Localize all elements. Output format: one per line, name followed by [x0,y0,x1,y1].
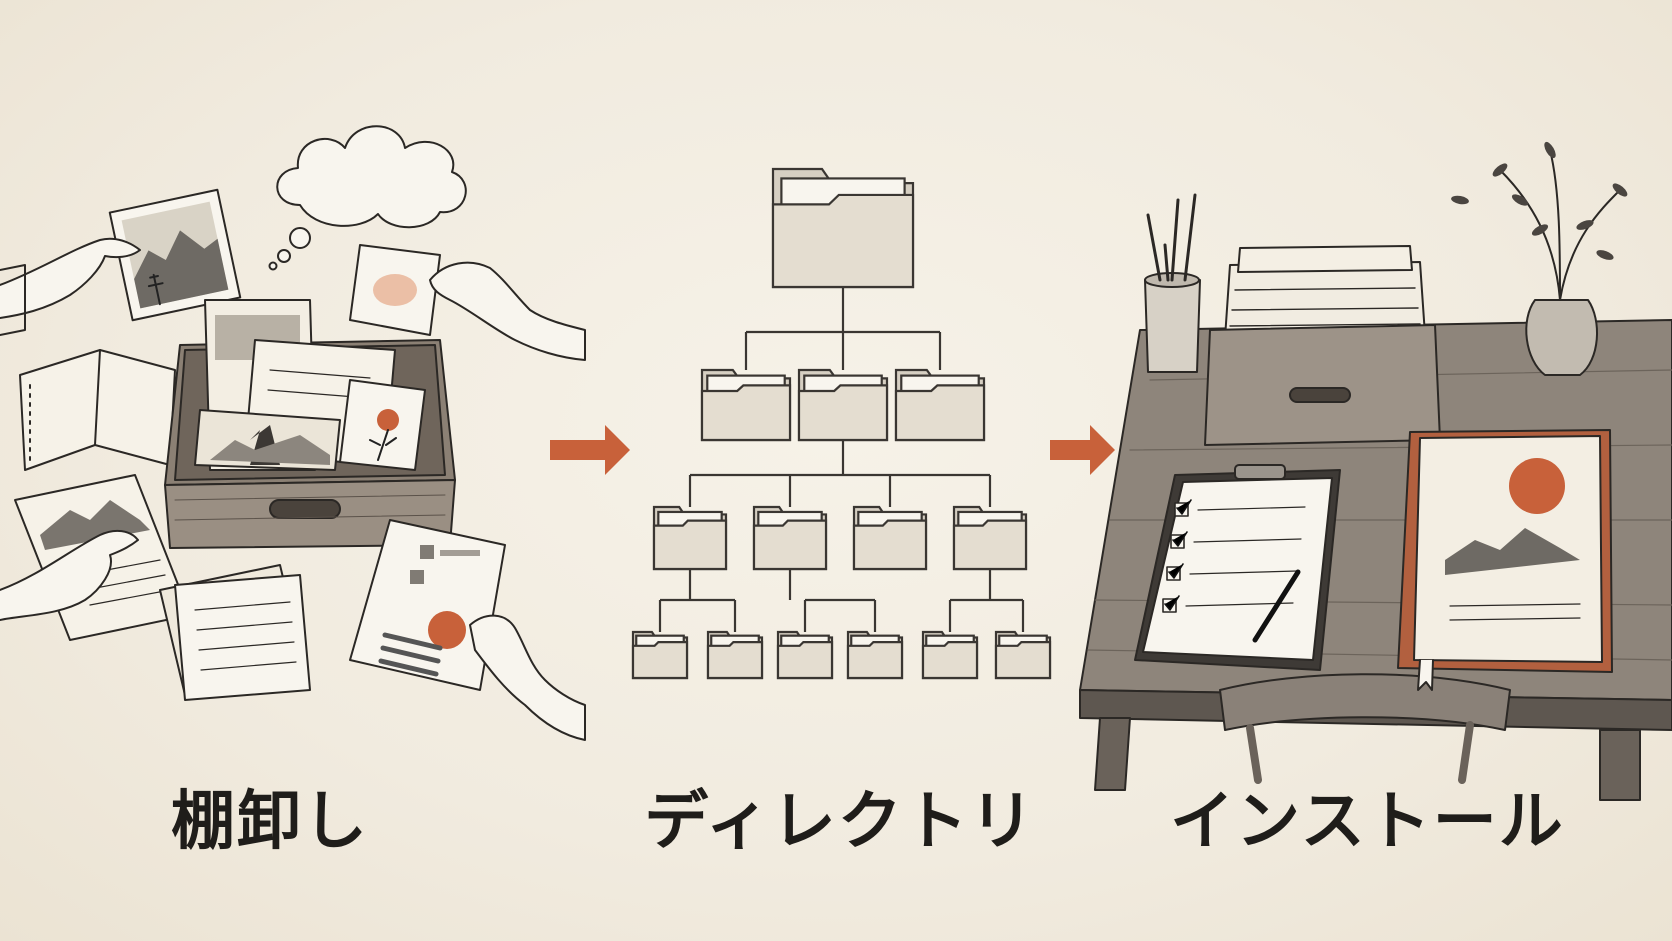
folder-icon-level3 [994,630,1052,680]
folder-icon-level2 [852,505,928,571]
wooden-box [164,299,456,549]
swatch-card [349,519,506,691]
folder-icon-level2 [952,505,1028,571]
folder-icon-level1 [797,368,889,442]
step-label-install: インストール [1170,784,1565,859]
plant-vase [1451,141,1628,376]
folder-icon-level3 [631,630,689,680]
inventory-illustration [0,125,586,741]
hand-top-right [429,261,586,361]
hardcover-book [1397,429,1613,691]
folder-icon-level1 [894,368,986,442]
photo-card-landscape [108,188,242,322]
folder-icon-level2 [652,505,728,571]
thought-cloud-icon [268,125,467,271]
arrow-icon-2 [1050,425,1115,475]
folder-icon-level3 [706,630,764,680]
chair-back [1219,673,1511,731]
hand-top-left [0,237,141,319]
photo-card-stain [349,244,441,336]
clipboard-checklist [1134,464,1341,671]
folder-icon-level2 [752,505,828,571]
hand-bottom-right [469,614,586,741]
desk-illustration [1079,141,1672,801]
folder-icon-level3 [776,630,834,680]
pen-cup [1144,193,1201,373]
directory-tree [631,167,1052,680]
hand-bottom-left [0,529,139,621]
folder-icon-level3 [846,630,904,680]
folder-icon-level1 [700,368,792,442]
arrow-icon-1 [550,425,630,475]
open-notebook [19,349,176,471]
step-label-directory: ディレクトリ [644,784,1036,859]
file-box [1204,245,1441,446]
folder-icon-level3 [921,630,979,680]
step-label-inventory: 棚卸し [171,784,369,859]
folder-icon-root [771,167,915,289]
lined-paper-stack [159,564,311,701]
accent-sun-circle [377,409,399,431]
